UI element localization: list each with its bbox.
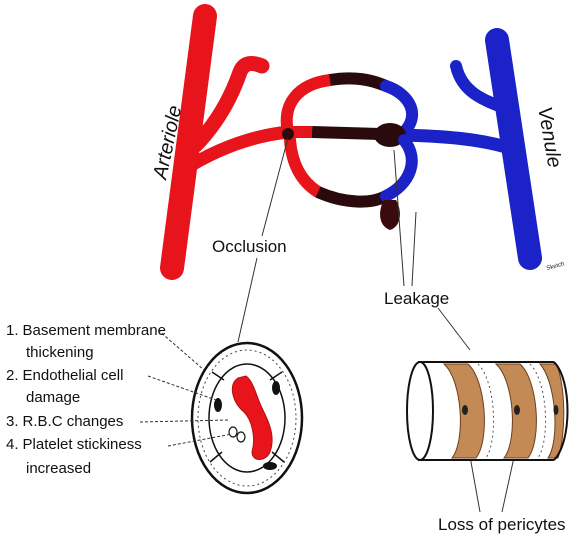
capillary-top-arc-red xyxy=(287,80,330,132)
list-item-2-line-2: damage xyxy=(26,389,80,406)
list-item-3-line-1: 3.R.B.C changes xyxy=(6,413,123,430)
pericyte-nucleus-2 xyxy=(514,405,520,415)
venule-vessel xyxy=(400,40,530,258)
pericyte-nucleus-3 xyxy=(554,405,559,415)
leakage-leader-up2 xyxy=(412,212,416,286)
leakage-leader-down xyxy=(438,308,470,350)
signature-text: Sketch xyxy=(546,261,565,272)
list-item-4-line-2: increased xyxy=(26,460,91,477)
feature-list: 1.Basement membrane thickening 2.Endothe… xyxy=(6,322,166,477)
pericyte-nucleus-1 xyxy=(462,405,468,415)
capillary-bottom-arc-dark xyxy=(318,192,386,202)
endothelial-nucleus-2 xyxy=(272,381,280,395)
capillary-loop xyxy=(282,78,412,230)
tube-left-opening xyxy=(407,362,433,460)
capillary-top-arc-dark xyxy=(330,78,386,86)
occlusion-leader-up xyxy=(262,138,288,236)
capillary-bottom-arc-red xyxy=(290,140,318,192)
vessel-network xyxy=(172,16,530,268)
capillary-bottom-arc-blue xyxy=(386,140,412,196)
list-item-1-line-2: thickening xyxy=(26,344,94,361)
occlusion-leader-down xyxy=(238,258,257,342)
loss-of-pericytes-label: Loss of pericytes xyxy=(438,515,566,534)
vessel-cross-section xyxy=(192,343,302,493)
venule-branch-lower xyxy=(400,135,516,150)
endothelial-nucleus-3 xyxy=(263,462,277,470)
capillary-middle-dark xyxy=(312,132,380,134)
arteriole-vessel xyxy=(172,16,288,268)
occlusion-label: Occlusion xyxy=(212,237,287,256)
list-item-1-line-1: 1.Basement membrane xyxy=(6,322,166,339)
list-item-4-line-1: 4.Platelet stickiness xyxy=(6,436,142,453)
capillary-tube xyxy=(407,362,568,460)
venule-label: Venule xyxy=(533,105,565,169)
leakage-droplet xyxy=(380,200,400,230)
leakage-label: Leakage xyxy=(384,289,449,308)
list-item-2-line-1: 2.Endothelial cell xyxy=(6,367,123,384)
